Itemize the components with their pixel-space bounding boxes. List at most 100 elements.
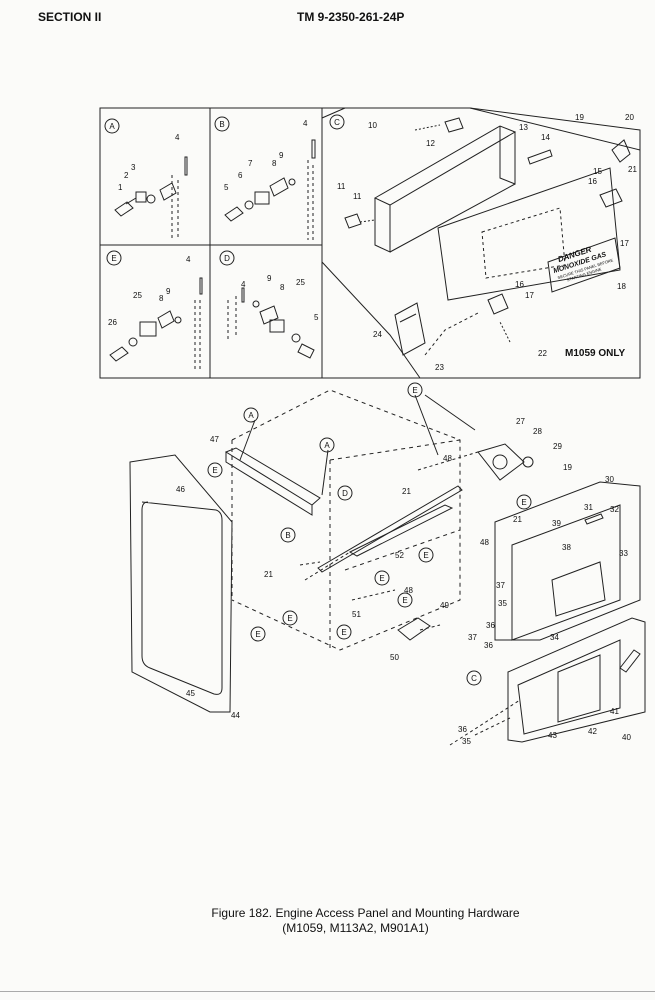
view-e-latch	[109, 277, 203, 370]
callout: 47	[210, 435, 219, 444]
left-door-panel	[129, 454, 233, 713]
callout: 45	[186, 689, 195, 698]
callout: 25	[133, 291, 142, 300]
callout: 1	[118, 183, 123, 192]
marker-b: B	[219, 120, 224, 129]
marker-lower-c: C	[471, 674, 477, 683]
callout: 33	[619, 549, 628, 558]
callout: 40	[622, 733, 631, 742]
callout: 16	[588, 177, 597, 186]
callout: 13	[519, 123, 528, 132]
lower-callouts: 21 27 28 29 19 30 31 32 33 34 35 36 37 3…	[176, 417, 631, 746]
detail-views-frame	[99, 107, 641, 379]
callout: 27	[516, 417, 525, 426]
marker-c: C	[334, 118, 340, 127]
callout: 32	[610, 505, 619, 514]
callout: 22	[538, 349, 547, 358]
callout: 19	[563, 463, 572, 472]
callout: 48	[480, 538, 489, 547]
callout: 37	[496, 581, 505, 590]
callout: 7	[248, 159, 253, 168]
callout: 25	[296, 278, 305, 287]
marker-lower-e7: E	[402, 596, 407, 605]
callout: 8	[159, 294, 164, 303]
callout: 2	[124, 171, 129, 180]
callout: 29	[553, 442, 562, 451]
hinge-bar-47	[224, 447, 321, 516]
callout: 18	[617, 282, 626, 291]
callout: 9	[279, 151, 284, 160]
callout: 9	[267, 274, 272, 283]
callout: 30	[605, 475, 614, 484]
marker-a: A	[109, 122, 115, 131]
callout: 28	[533, 427, 542, 436]
page-edge-line	[0, 991, 655, 992]
callout: 14	[541, 133, 550, 142]
callout: 36	[486, 621, 495, 630]
callout: 51	[352, 610, 361, 619]
leaders	[239, 394, 476, 496]
callout: 24	[373, 330, 382, 339]
marker-lower-a1: A	[248, 411, 254, 420]
callout: 41	[610, 707, 619, 716]
model-note: M1059 ONLY	[565, 348, 626, 359]
view-b-latch	[224, 139, 316, 240]
callout: 8	[272, 159, 277, 168]
callout: 19	[575, 113, 584, 122]
callout: 5	[224, 183, 229, 192]
callout: 4	[186, 255, 191, 264]
callout: 46	[176, 485, 185, 494]
callout: 9	[166, 287, 171, 296]
marker-lower-a2: A	[324, 441, 330, 450]
callout: 43	[548, 731, 557, 740]
callout: 23	[435, 363, 444, 372]
callout: 12	[426, 139, 435, 148]
callout: 31	[584, 503, 593, 512]
assembly-guides	[299, 451, 521, 746]
callout: 52	[395, 551, 404, 560]
marker-lower-e3: E	[423, 551, 428, 560]
view-c-panel-assembly	[321, 107, 641, 379]
view-a-latch	[114, 156, 188, 240]
danger-sign-text: DANGER MONOXIDE GAS SECURE THIS PANEL BE…	[553, 245, 615, 283]
marker-lower-e1: E	[412, 386, 417, 395]
callout: 5	[314, 313, 319, 322]
rail-52	[317, 485, 463, 573]
callout: 26	[108, 318, 117, 327]
figure-caption-title: Figure 182. Engine Access Panel and Moun…	[211, 906, 520, 920]
marker-lower-e9: E	[341, 628, 346, 637]
callout: 36	[484, 641, 493, 650]
marker-lower-e8: E	[255, 630, 260, 639]
callout: 16	[515, 280, 524, 289]
callout: 15	[593, 167, 602, 176]
callout: 11	[353, 192, 362, 201]
right-panel-40	[507, 617, 646, 743]
callout: 4	[241, 280, 246, 289]
callout: 39	[552, 519, 561, 528]
callout: 44	[231, 711, 240, 720]
view-marker-letters: A B C E D E A E A D B E E E E E E E C	[109, 118, 526, 683]
callout: 50	[390, 653, 399, 662]
marker-d: D	[224, 254, 230, 263]
right-panel-30	[494, 481, 641, 641]
marker-e: E	[111, 254, 116, 263]
view-markers	[104, 114, 532, 686]
section-heading: SECTION II	[38, 10, 102, 24]
marker-lower-d: D	[342, 489, 348, 498]
callout: 17	[620, 239, 629, 248]
plate-50	[397, 617, 431, 641]
callout: 21	[628, 165, 637, 174]
callout: 42	[588, 727, 597, 736]
callout: 34	[550, 633, 559, 642]
callout: 20	[625, 113, 634, 122]
callout: 6	[238, 171, 243, 180]
plate-27	[477, 443, 534, 481]
callout: 37	[468, 633, 477, 642]
tm-number: TM 9-2350-261-24P	[297, 10, 405, 24]
marker-lower-e4: E	[379, 574, 384, 583]
callout: 35	[462, 737, 471, 746]
callout: 4	[175, 133, 180, 142]
view-d-latch	[227, 287, 315, 359]
